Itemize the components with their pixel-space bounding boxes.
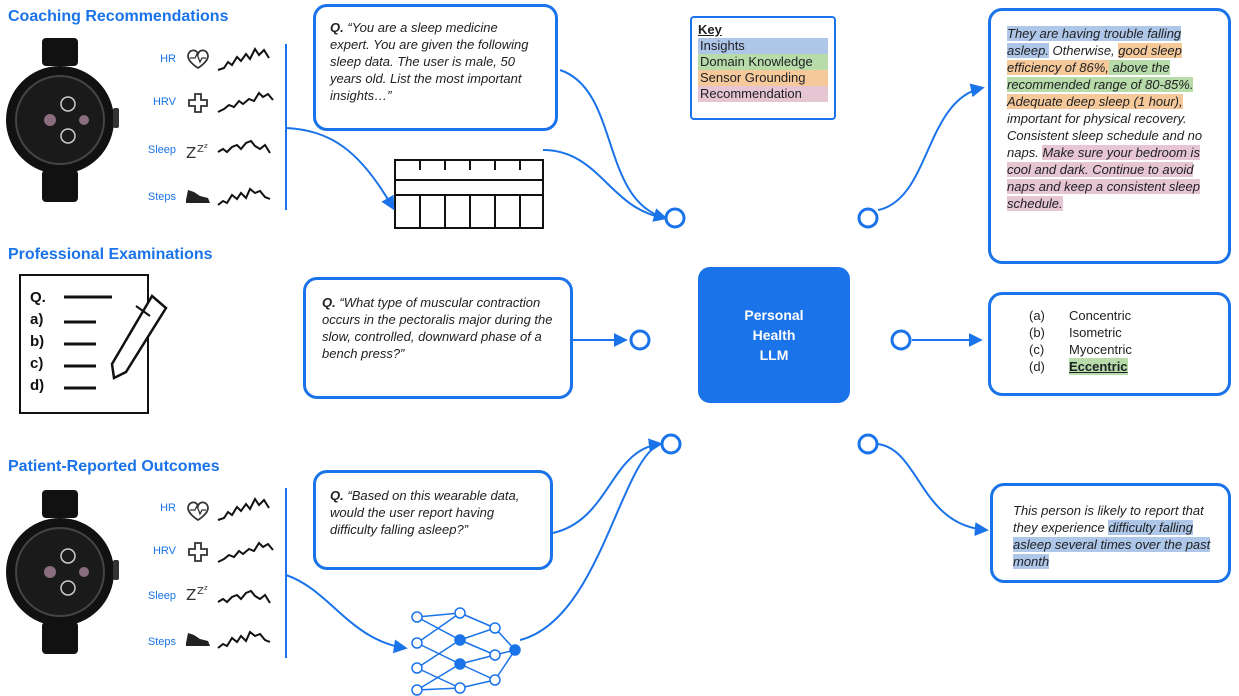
hrv-timeseries <box>217 541 274 563</box>
smartwatch-icon <box>6 490 119 654</box>
exam-sheet-icon <box>19 274 168 414</box>
answer-letter: (c) <box>1029 342 1045 357</box>
coaching-prompt-text: “You are a sleep medicine expert. You ar… <box>330 20 529 103</box>
personal-health-llm-box: Personal Health LLM <box>698 267 850 403</box>
sleep-icon: Z Z z <box>186 142 208 162</box>
signal-label-hr: HR <box>160 502 176 514</box>
connector-table-to-llm <box>542 149 666 219</box>
coaching-prompt-bubble: Q. “You are a sleep medicine expert. You… <box>313 4 558 131</box>
sleep-timeseries <box>217 589 271 604</box>
exam-answer-bubble: (a) Concentric (b) Isometric (c) Myocentric… <box>988 292 1231 396</box>
response-text: Otherwise, <box>1048 43 1119 58</box>
shoe-icon <box>186 190 210 203</box>
connector-outcome-to-llm <box>552 438 663 534</box>
svg-text:Z: Z <box>197 144 204 155</box>
input-port <box>629 329 651 351</box>
hr-timeseries <box>217 47 270 71</box>
shoe-icon <box>186 633 210 646</box>
legend-item-recommendation: Recommendation <box>698 86 828 102</box>
steps-timeseries <box>217 187 271 206</box>
prompt-q-label: Q. <box>322 295 336 310</box>
answer-text: Isometric <box>1069 325 1122 340</box>
answer-letter: (a) <box>1029 308 1045 323</box>
svg-text:Z: Z <box>197 586 204 597</box>
signal-label-sleep: Sleep <box>147 144 176 156</box>
signal-label-hrv: HRV <box>152 96 176 108</box>
legend-item-insights: Insights <box>698 38 828 54</box>
connector-signals-to-network <box>285 574 408 654</box>
signal-label-sleep: Sleep <box>147 590 176 602</box>
hrv-icon <box>188 93 208 113</box>
legend-item-domain-knowledge: Domain Knowledge <box>698 54 828 70</box>
answer-option: (b) Isometric <box>1029 324 1216 341</box>
outcome-response-bubble: This person is likely to report that the… <box>990 483 1231 583</box>
response-sensor-grounding: Adequate deep sleep (1 hour), <box>1007 94 1183 109</box>
connector-network-to-llm <box>519 443 661 641</box>
exam-prompt-text: “What type of muscular contraction occur… <box>322 295 553 361</box>
exam-sheet-d: d) <box>30 377 45 394</box>
sleep-table-icon <box>394 159 544 229</box>
prompt-q-label: Q. <box>330 20 344 35</box>
exam-sheet-a: a) <box>30 311 44 328</box>
exam-sheet-q: Q. <box>30 289 46 306</box>
response-text: This person is likely to report that the… <box>1013 503 1204 535</box>
legend-item-sensor-grounding: Sensor Grounding <box>698 70 828 86</box>
answer-option-correct: (d) Eccentric <box>1029 358 1216 375</box>
response-text: important for physical recovery. Consist… <box>1007 111 1203 160</box>
legend-key: Key Insights Domain Knowledge Sensor Gro… <box>690 16 836 120</box>
connector-prompt-to-llm <box>559 69 668 222</box>
svg-text:z: z <box>204 584 208 592</box>
answer-option: (c) Myocentric <box>1029 341 1216 358</box>
outcome-prompt-bubble: Q. “Based on this wearable data, would t… <box>313 470 553 570</box>
section-title-exams: Professional Examinations <box>8 246 213 263</box>
exam-prompt-bubble: Q. “What type of muscular contraction oc… <box>303 277 573 399</box>
sleep-icon: Z Z z <box>186 584 208 604</box>
input-port <box>664 207 686 229</box>
signal-label-steps: Steps <box>147 191 176 203</box>
section-title-coaching: Coaching Recommendations <box>8 8 229 25</box>
llm-label-line3: LLM <box>759 347 789 363</box>
exam-sheet-labels: Q. a) b) c) d) <box>30 287 46 397</box>
signal-label-hrv: HRV <box>152 545 176 557</box>
input-port <box>660 433 682 455</box>
llm-label-line2: Health <box>752 327 796 343</box>
output-port <box>890 329 912 351</box>
answer-letter: (d) <box>1029 359 1045 374</box>
heart-rate-icon <box>187 501 209 522</box>
hrv-icon <box>188 542 208 562</box>
llm-label-line1: Personal <box>744 307 804 323</box>
output-port <box>857 433 879 455</box>
signal-label-steps: Steps <box>147 636 176 648</box>
heart-rate-icon <box>187 49 209 70</box>
svg-text:Z: Z <box>186 586 196 604</box>
answer-text: Concentric <box>1069 308 1132 323</box>
hr-timeseries <box>217 497 270 521</box>
svg-text:z: z <box>204 142 208 150</box>
answer-letter: (b) <box>1029 325 1045 340</box>
connector-signals-to-table <box>285 127 395 211</box>
output-port <box>857 207 879 229</box>
signal-label-hr: HR <box>160 53 176 65</box>
exam-sheet-b: b) <box>30 333 45 350</box>
sleep-timeseries <box>217 139 271 154</box>
answer-text: Myocentric <box>1069 342 1132 357</box>
answer-option: (a) Concentric <box>1029 307 1216 324</box>
section-title-outcomes: Patient-Reported Outcomes <box>8 458 220 475</box>
coaching-response-bubble: They are having trouble falling asleep. … <box>988 8 1231 264</box>
outcome-prompt-text: “Based on this wearable data, would the … <box>330 488 520 537</box>
steps-timeseries <box>217 630 271 649</box>
exam-sheet-c: c) <box>30 355 44 372</box>
answer-text-correct: Eccentric <box>1069 358 1128 375</box>
prompt-q-label: Q. <box>330 488 344 503</box>
svg-text:Z: Z <box>186 144 196 162</box>
legend-title: Key <box>698 22 722 37</box>
smartwatch-icon <box>6 38 119 202</box>
hrv-timeseries <box>217 91 274 113</box>
connector-llm-to-outcome <box>877 443 989 537</box>
neural-network-icon <box>411 607 521 696</box>
connector-llm-to-coaching <box>877 83 985 211</box>
